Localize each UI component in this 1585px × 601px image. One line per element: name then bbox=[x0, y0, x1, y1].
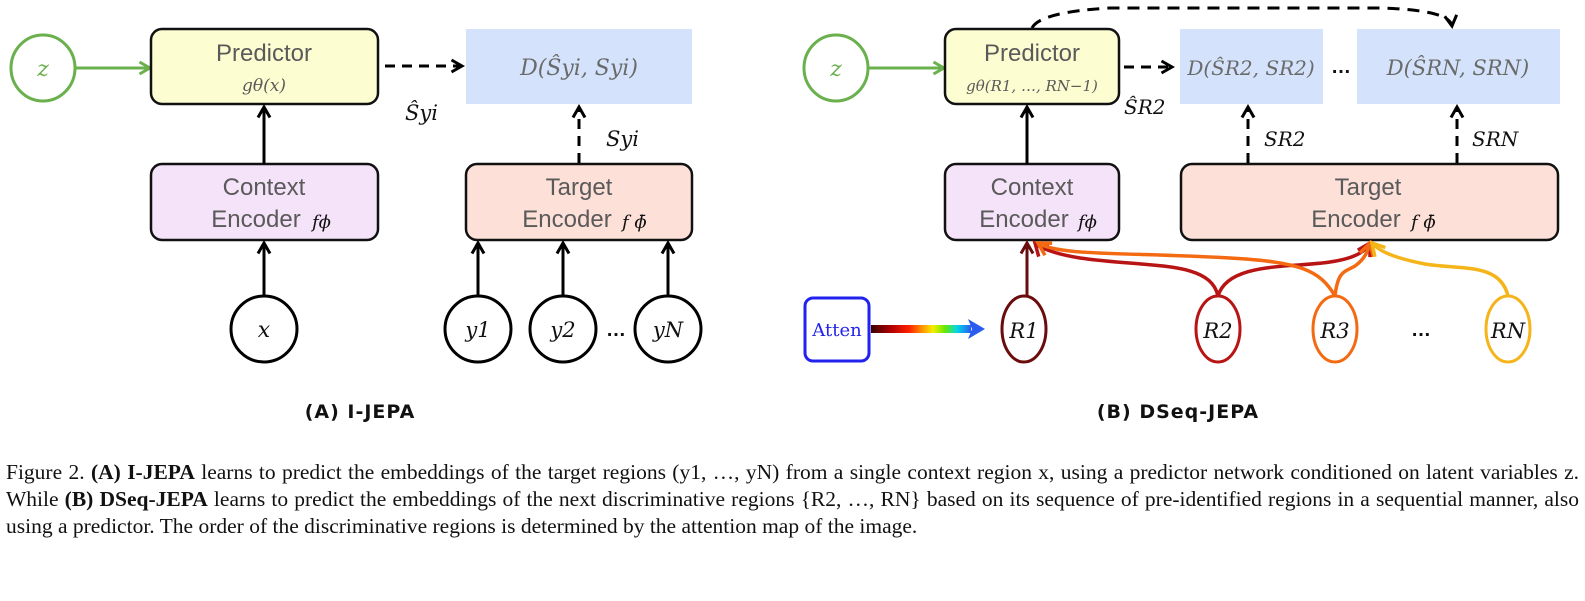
rN-to-target-curve bbox=[1369, 240, 1510, 297]
attention-label: Atten bbox=[811, 320, 862, 341]
target-input-y1-label: y1 bbox=[464, 318, 490, 342]
region-r1-node bbox=[1000, 294, 1048, 364]
distance-box-r2 bbox=[1180, 29, 1323, 104]
target-encoder-line2: Encoder bbox=[522, 206, 611, 233]
distance-ellipsis: … bbox=[1331, 56, 1351, 78]
r3-to-target-curve bbox=[1333, 239, 1376, 297]
predictor-formula-b: gθ(R1, …, RN−1) bbox=[966, 77, 1098, 95]
predictor-title: Predictor bbox=[216, 40, 312, 67]
target-encoder-symbol: f ϕ̄ bbox=[620, 212, 647, 233]
distance-box bbox=[466, 29, 692, 104]
context-encoder-line1: Context bbox=[223, 174, 306, 201]
r3-to-context-curve bbox=[1034, 241, 1337, 297]
context-input-x-label: x bbox=[258, 318, 271, 343]
attention-arrowhead-icon bbox=[968, 319, 985, 339]
caption-b-name: DSeq-JEPA bbox=[99, 487, 208, 511]
context-encoder-line2-b: Encoder bbox=[979, 206, 1068, 233]
panel-a-subtitle: (A) I-JEPA bbox=[305, 401, 416, 423]
predictor-title-b: Predictor bbox=[984, 40, 1080, 67]
attention-rainbow-arrow bbox=[871, 325, 971, 333]
region-r2-label: R2 bbox=[1202, 319, 1232, 343]
distance-formula-rN: D(ŜRN, SRN) bbox=[1386, 55, 1529, 80]
figure-caption: Figure 2. (A) I-JEPA learns to predict t… bbox=[6, 459, 1579, 540]
region-r3-node bbox=[1311, 294, 1359, 364]
predictor-formula: gθ(x) bbox=[242, 76, 286, 96]
target-encoder-symbol-b: f ϕ̄ bbox=[1409, 212, 1436, 233]
predicted-embedding-label: Ŝyi bbox=[405, 100, 438, 125]
panel-b-subtitle: (B) DSeq-JEPA bbox=[1097, 401, 1259, 423]
latent-z-node-b bbox=[802, 33, 870, 103]
caption-a-tag: (A) bbox=[90, 460, 121, 484]
target-input-yN-label: yN bbox=[652, 318, 684, 342]
predicted-embedding-label-b: ŜR2 bbox=[1124, 94, 1165, 119]
caption-b-tag: (B) bbox=[64, 487, 94, 511]
caption-text-2: learns to predict the embeddings of the … bbox=[6, 487, 1580, 538]
region-rN-label: RN bbox=[1490, 319, 1526, 343]
attention-box bbox=[803, 296, 871, 363]
caption-text-1: learns to predict the embeddings of the … bbox=[6, 460, 1580, 511]
target-embedding-label: Syi bbox=[606, 127, 639, 151]
target-embedding-label-r2: SR2 bbox=[1264, 127, 1305, 151]
latent-z-label-b: z bbox=[829, 57, 842, 82]
target-inputs-ellipsis: … bbox=[606, 319, 626, 341]
region-r1-label: R1 bbox=[1008, 319, 1038, 343]
region-rN-node bbox=[1484, 294, 1532, 364]
target-encoder-box bbox=[464, 162, 694, 242]
figure-diagram: z Predictor gθ(x) D(Ŝyi, Syi) Ŝyi Contex… bbox=[9, 6, 1560, 423]
distance-formula: D(Ŝyi, Syi) bbox=[519, 54, 638, 81]
caption-a-name: I-JEPA bbox=[127, 460, 195, 484]
panel-a: z Predictor gθ(x) D(Ŝyi, Syi) Ŝyi Contex… bbox=[9, 27, 703, 423]
panel-b: z Predictor gθ(R1, …, RN−1) ŜR2 D(ŜR2, S… bbox=[802, 6, 1560, 423]
context-encoder-symbol-b: fϕ bbox=[1076, 212, 1097, 233]
caption-figure-label: Figure 2. bbox=[6, 460, 85, 484]
target-encoder-line2-b: Encoder bbox=[1311, 206, 1400, 233]
latent-z-node bbox=[9, 33, 77, 103]
predictor-to-last-distance-dashed-arrow bbox=[1030, 6, 1459, 29]
target-encoder-line1: Target bbox=[546, 174, 613, 201]
context-encoder-line2: Encoder bbox=[211, 206, 300, 233]
region-r2-node bbox=[1194, 294, 1242, 364]
distance-formula-r2: D(ŜR2, SR2) bbox=[1186, 55, 1314, 80]
context-encoder-line1-b: Context bbox=[991, 174, 1074, 201]
target-input-y2-label: y2 bbox=[549, 318, 575, 342]
latent-z-label: z bbox=[36, 57, 49, 82]
regions-ellipsis: … bbox=[1411, 319, 1431, 341]
target-encoder-line1-b: Target bbox=[1335, 174, 1402, 201]
context-encoder-symbol: fϕ bbox=[310, 212, 331, 233]
distance-box-rN bbox=[1357, 29, 1560, 104]
target-embedding-label-rN: SRN bbox=[1472, 127, 1520, 151]
region-r3-label: R3 bbox=[1319, 319, 1349, 343]
